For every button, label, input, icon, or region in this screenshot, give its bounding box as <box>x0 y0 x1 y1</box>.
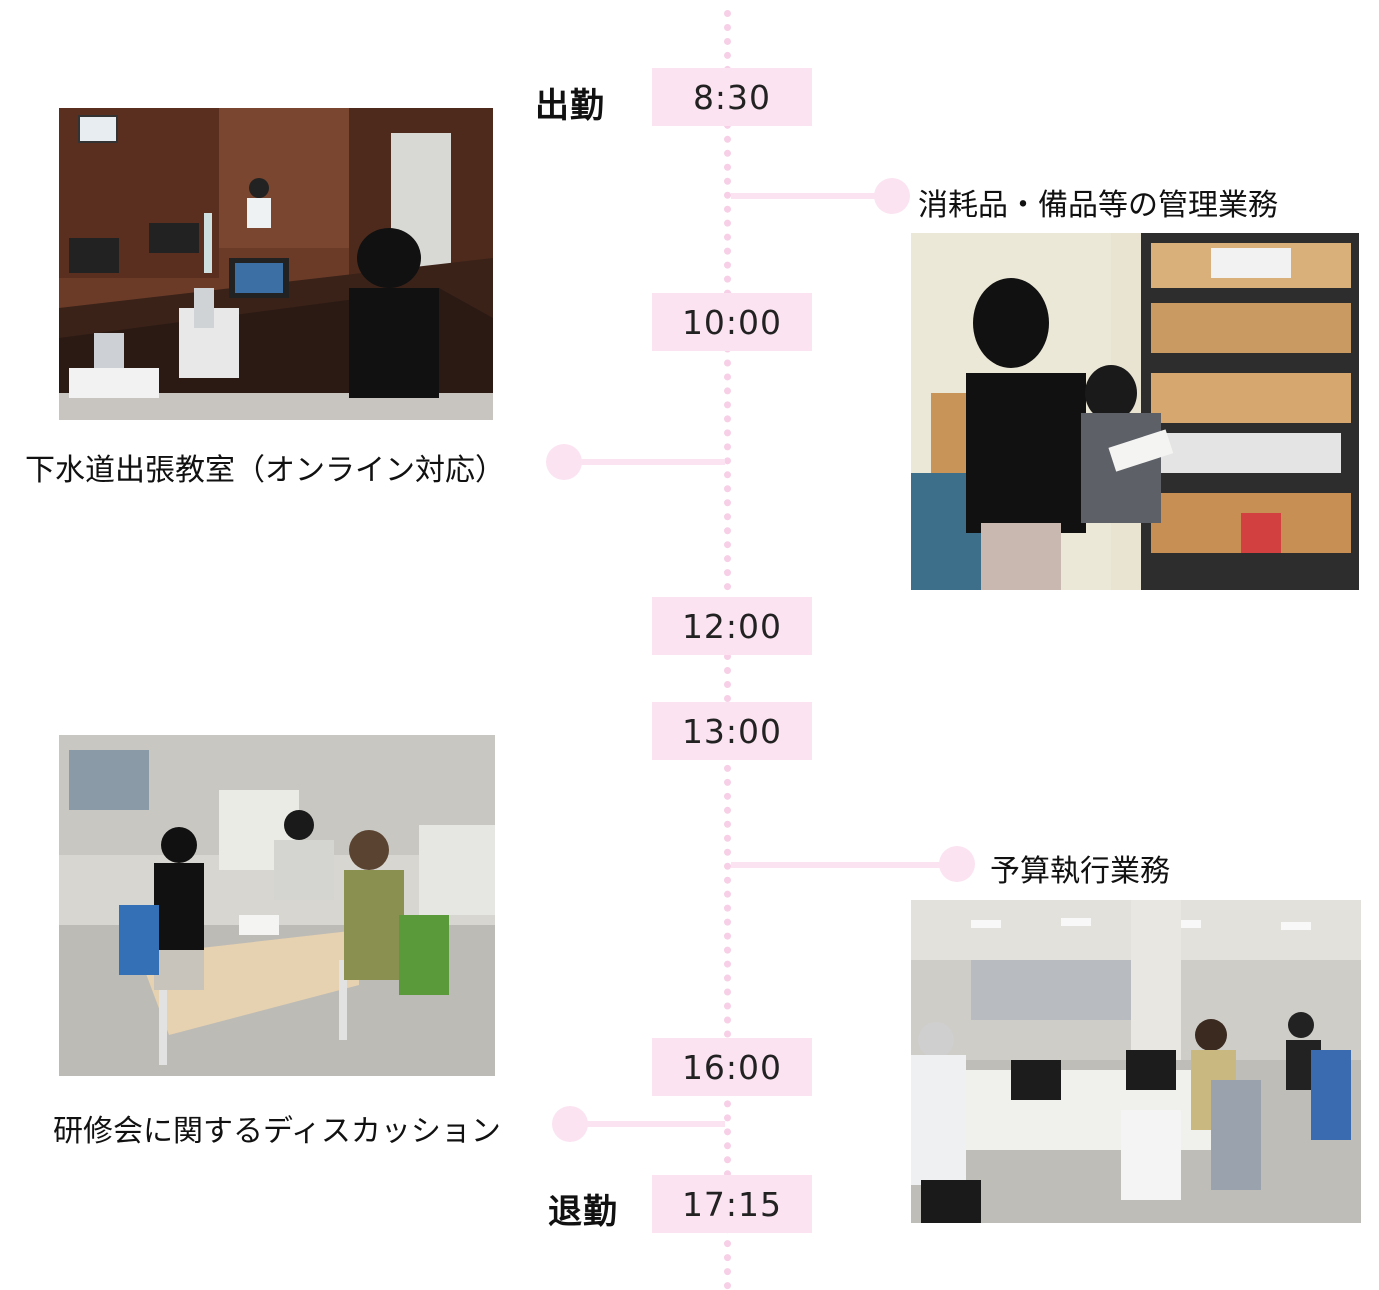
time-box-1200: 12:00 <box>652 597 812 655</box>
time-box-end: 17:15 <box>652 1175 812 1233</box>
end-label: 退勤 <box>548 1192 618 1232</box>
dot-discussion <box>552 1106 588 1142</box>
dot-online-class <box>546 444 582 480</box>
photo-supplies <box>911 233 1359 590</box>
connector-discussion <box>570 1121 725 1127</box>
dot-supplies <box>874 178 910 214</box>
connector-supplies <box>731 193 891 199</box>
time-box-start: 8:30 <box>652 68 812 126</box>
connector-online-class <box>565 459 725 465</box>
photo-online-class <box>59 108 493 420</box>
time-box-1300: 13:00 <box>652 702 812 760</box>
connector-budget <box>731 862 961 868</box>
time-box-1000: 10:00 <box>652 293 812 351</box>
dot-budget <box>939 846 975 882</box>
photo-discussion <box>59 735 495 1076</box>
photo-budget <box>911 900 1361 1223</box>
activity-label-budget: 予算執行業務 <box>990 854 1170 889</box>
activity-label-discussion: 研修会に関するディスカッション <box>53 1114 501 1149</box>
time-box-1600: 16:00 <box>652 1038 812 1096</box>
start-label: 出勤 <box>535 86 605 126</box>
activity-label-supplies: 消耗品・備品等の管理業務 <box>918 188 1278 223</box>
activity-label-online-class: 下水道出張教室（オンライン対応） <box>25 453 505 488</box>
